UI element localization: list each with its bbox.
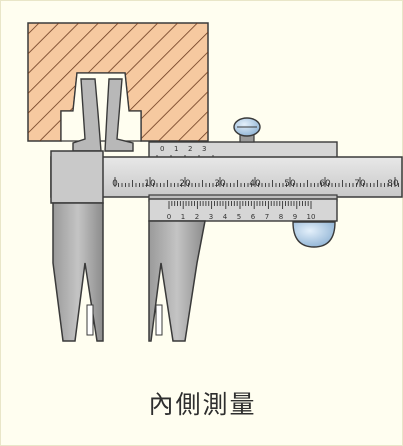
sliding-outside-jaw: [148, 220, 206, 342]
sliding-jaw-slot: [155, 304, 163, 336]
main-scale-ticks: [114, 177, 399, 187]
vernier-plate: [148, 198, 338, 222]
vernier-label-1: 1: [181, 213, 185, 221]
fixed-jaw-slot: [86, 304, 94, 336]
vernier-label-5: 5: [237, 213, 241, 221]
main-scale-label-50: 50: [284, 179, 296, 189]
vernier-label-6: 6: [251, 213, 256, 221]
main-scale-label-0: 0: [112, 179, 118, 189]
main-scale-labels: 0 10 20 30 40 50 60 70 80: [112, 179, 399, 189]
vernier-label-3: 3: [209, 213, 213, 221]
fixed-jaw-head: [50, 150, 104, 204]
main-beam: [50, 156, 403, 198]
main-scale-label-70: 70: [354, 179, 366, 189]
vernier-label-10: 10: [307, 213, 316, 221]
workpiece-hatching: [28, 23, 208, 141]
main-scale-label-30: 30: [214, 179, 226, 189]
vernier-label-4: 4: [223, 213, 228, 221]
diagram-caption: 內側測量: [148, 390, 257, 419]
inside-jaws: [72, 78, 134, 152]
vernier-label-2: 2: [195, 213, 199, 221]
main-scale-label-80: 80: [387, 179, 399, 189]
vernier-label-8: 8: [279, 213, 283, 221]
depth-label-3: 3: [202, 145, 206, 153]
vernier-label-9: 9: [293, 213, 297, 221]
depth-label-0: 0: [160, 145, 164, 153]
clamp-screw[interactable]: [233, 117, 261, 143]
thumb-roller[interactable]: [292, 221, 336, 248]
caliper-diagram: 0 1 2 3 0 10 20 30 40 50 60 70 80: [27, 22, 403, 342]
main-scale-label-60: 60: [319, 179, 331, 189]
vernier-label-7: 7: [265, 213, 269, 221]
fixed-outside-jaw: [52, 202, 104, 342]
workpiece: [27, 22, 209, 142]
main-scale-label-40: 40: [249, 179, 261, 189]
vernier-scale-ticks: [168, 201, 312, 209]
sliding-inside-jaw: [104, 78, 134, 152]
depth-label-2: 2: [188, 145, 192, 153]
main-scale-label-20: 20: [179, 179, 191, 189]
vernier-label-0: 0: [167, 213, 171, 221]
main-scale-label-10: 10: [144, 179, 156, 189]
vernier-scale-labels: 0 1 2 3 4 5 6 7 8 9 10: [167, 213, 316, 221]
depth-label-1: 1: [174, 145, 178, 153]
